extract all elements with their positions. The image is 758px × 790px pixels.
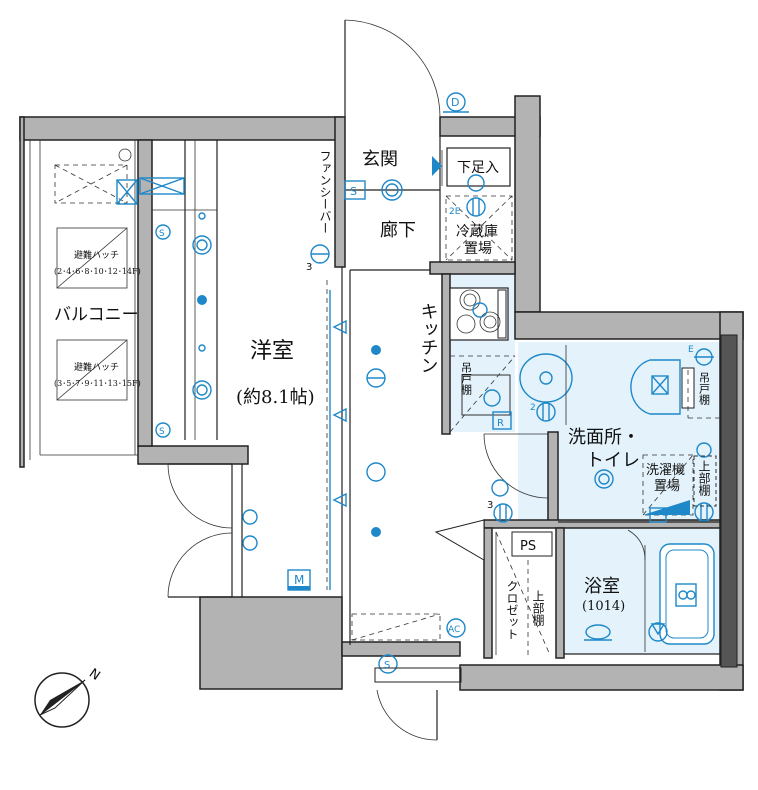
s-mark-door: S xyxy=(384,660,390,671)
fan-heater-label: ファンシーバー xyxy=(318,150,332,234)
walls xyxy=(19,95,744,691)
upper-shelf-label: 上部棚 xyxy=(697,460,711,497)
compass xyxy=(34,672,90,728)
entrance-fixtures xyxy=(310,92,513,264)
code-2e-washer: 2E xyxy=(673,508,685,518)
western-room-size: (約8.1帖) xyxy=(236,387,315,408)
balcony-label: バルコニー xyxy=(54,305,139,325)
kitchen-fixtures xyxy=(449,287,516,523)
code-e-toilet: E xyxy=(688,345,694,355)
doors xyxy=(167,19,549,741)
western-room-fixtures xyxy=(155,140,466,641)
compass-north-label: N xyxy=(86,666,103,684)
western-room-label: 洋室 xyxy=(250,339,294,364)
code-3-western: 3 xyxy=(306,262,312,273)
closet-label: クロゼット xyxy=(505,580,519,640)
evac-hatch-2-title: 避難ハッチ xyxy=(74,361,119,373)
evac-hatch-1-floors: (2･4･6･8･10･12･14F) xyxy=(54,267,141,276)
d-mark: D xyxy=(451,96,459,109)
bathroom-fixtures xyxy=(584,529,715,652)
washroom-fixtures xyxy=(519,345,720,523)
code-2e-corridor: 2E xyxy=(449,207,461,217)
washroom-label: 洗面所・ xyxy=(568,427,640,448)
m-mark: M xyxy=(294,573,304,587)
bathroom-label: 浴室 xyxy=(584,576,620,597)
ac-mark: AC xyxy=(448,625,460,635)
washer-label-2: 置場 xyxy=(654,479,680,494)
s-mark-balcony-1: S xyxy=(159,229,165,239)
r-mark: R xyxy=(497,418,504,429)
toilet-label: トイレ xyxy=(586,450,640,471)
corridor-label: 廊下 xyxy=(380,220,416,241)
room-outlines xyxy=(29,136,720,655)
s-mark-entrance: S xyxy=(350,185,357,198)
s-mark-balcony-2: S xyxy=(159,427,165,437)
balcony-features xyxy=(54,148,185,401)
fridge-label-2: 置場 xyxy=(464,241,492,257)
hanging-shelf-toilet-label: 吊戸棚 xyxy=(698,372,711,406)
closet-fixtures xyxy=(374,531,553,683)
evac-hatch-1-title: 避難ハッチ xyxy=(74,249,119,261)
code-3-kitchen: 3 xyxy=(487,500,493,511)
code-2-washroom: 2 xyxy=(530,403,536,413)
pipe-space-label: PS xyxy=(520,539,536,554)
hanging-shelf-label: 吊戸棚 xyxy=(460,362,473,396)
washer-label-1: 洗濯機 xyxy=(646,463,685,478)
closet-upper-shelf-label: 上部棚 xyxy=(531,590,545,627)
kitchen-label: キッチン xyxy=(418,302,439,374)
fridge-label-1: 冷蔵庫 xyxy=(456,223,498,240)
entrance-label: 玄関 xyxy=(362,149,398,170)
evac-hatch-2-floors: (3･5･7･9･11･13･15F) xyxy=(54,379,141,388)
bath-size-label: (1014) xyxy=(582,599,625,614)
shoe-storage-label: 下足入 xyxy=(457,160,499,176)
